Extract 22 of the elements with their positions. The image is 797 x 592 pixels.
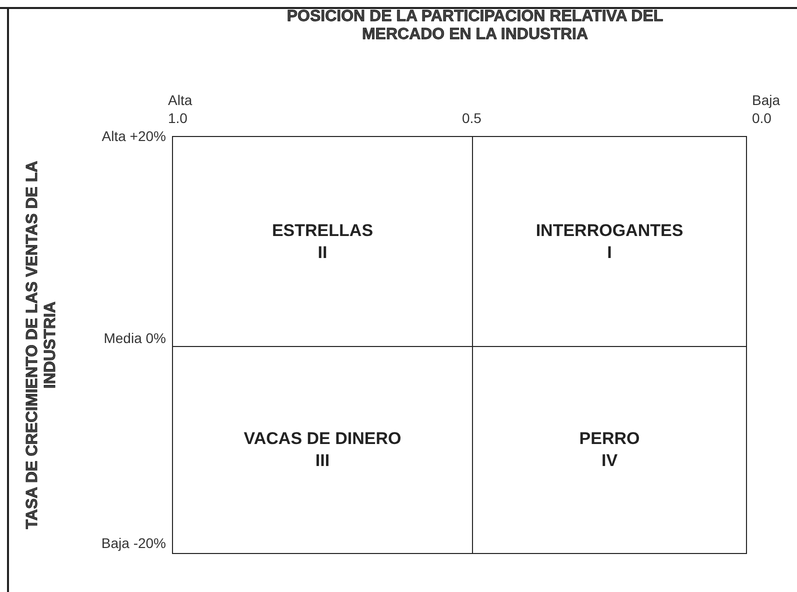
matrix-quadrant (472, 346, 747, 554)
tick-label: 1.0 (168, 110, 188, 126)
quadrant-title: VACAS DE DINERO (244, 428, 402, 450)
tick-label: Alta +20% (102, 128, 166, 144)
axis-title: POSICION DE LA PARTICIPACION RELATIVA DEL MERCADO EN LA INDUSTRIA (286, 8, 664, 44)
quadrant-title: ESTRELLAS (272, 220, 374, 242)
quadrant-numeral: IV (601, 450, 618, 472)
matrix-quadrant (472, 136, 747, 347)
tick-label: 0.0 (752, 110, 772, 126)
matrix-quadrant (172, 136, 473, 347)
axis-label: Alta (168, 92, 192, 108)
matrix-quadrant (172, 346, 473, 554)
quadrant-numeral: II (318, 242, 328, 264)
quadrant-numeral: I (607, 242, 612, 264)
tick-label: Media 0% (104, 330, 166, 346)
quadrant-title: INTERROGANTES (536, 220, 684, 242)
tick-label: Baja -20% (101, 535, 166, 551)
quadrant-title: PERRO (579, 428, 640, 450)
axis-title: TASA DE CRECIMIENTO DE LAS VENTAS DE LA INDUSTRIA (24, 160, 60, 532)
quadrant-numeral: III (315, 450, 330, 472)
tick-label: 0.5 (462, 110, 482, 126)
axis-label: Baja (752, 92, 780, 108)
